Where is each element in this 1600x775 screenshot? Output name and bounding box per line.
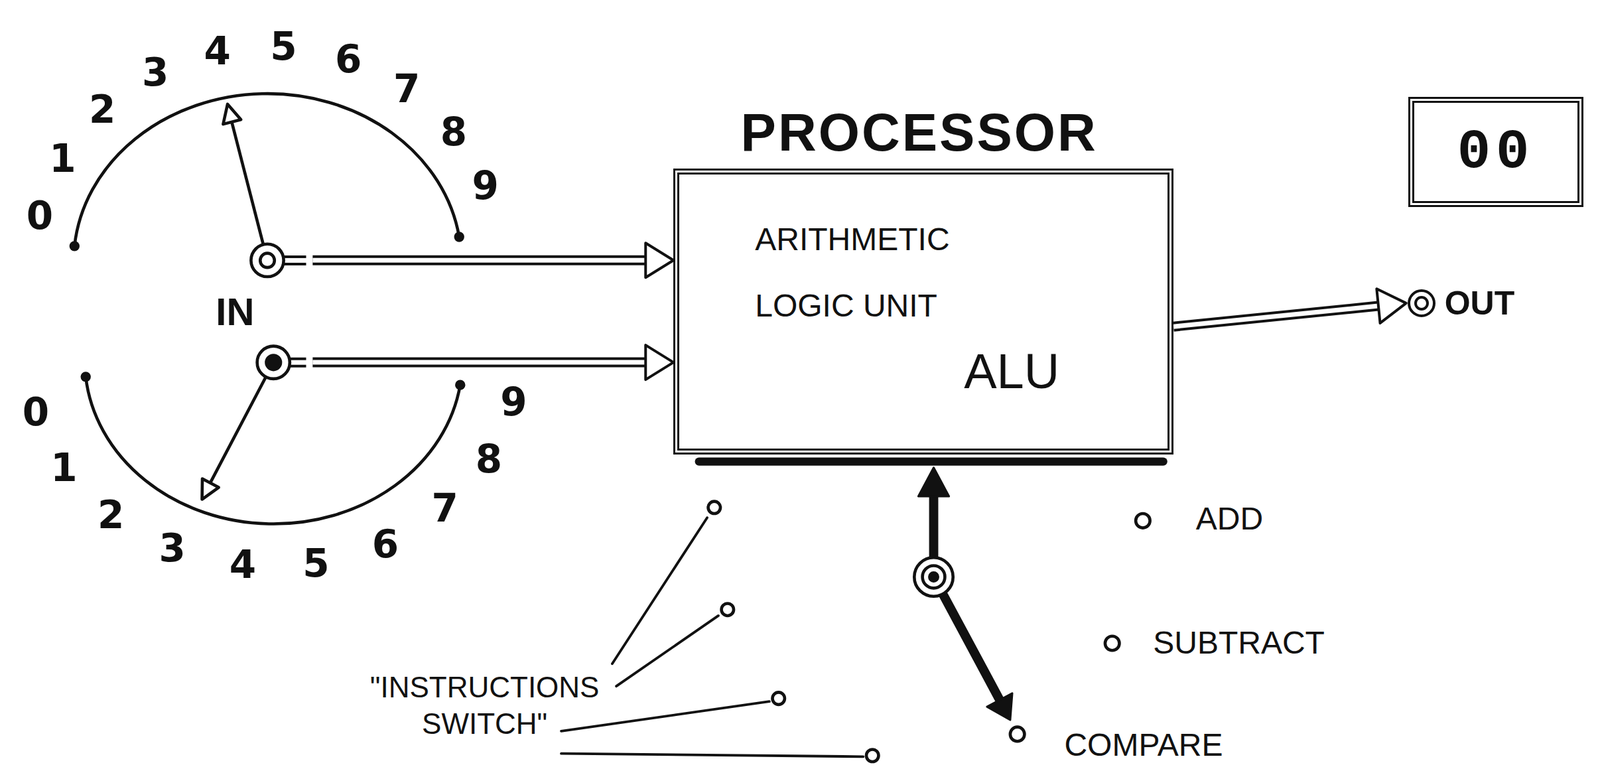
dial-number: 8 bbox=[475, 439, 503, 479]
output-display: 00 bbox=[1408, 96, 1585, 207]
switch-contact bbox=[772, 691, 785, 704]
switch-position: SUBTRACT bbox=[1152, 624, 1325, 661]
scale-end-dot bbox=[80, 371, 91, 382]
terminal-ring bbox=[1406, 287, 1437, 319]
switch-contact bbox=[1135, 513, 1151, 529]
dial-hub bbox=[257, 346, 290, 379]
data-arrow bbox=[312, 344, 674, 380]
output-terminal: OUT bbox=[1406, 281, 1516, 326]
dial-number: 5 bbox=[269, 27, 297, 66]
callout-label: "INSTRUCTIONS SWITCH" bbox=[341, 668, 628, 742]
dial-number: 7 bbox=[393, 69, 420, 109]
data-arrow bbox=[312, 242, 674, 278]
dial-number: 4 bbox=[229, 545, 257, 584]
dial-hub bbox=[260, 253, 275, 268]
lower-dial-scale bbox=[85, 376, 461, 525]
dial-number: 4 bbox=[204, 31, 231, 71]
display-digits: 00 bbox=[1457, 120, 1535, 184]
dial-number: 0 bbox=[26, 196, 54, 235]
arrow-shaft bbox=[312, 255, 646, 266]
arrow-shaft bbox=[1173, 305, 1379, 327]
arrow-shaft-inner bbox=[1173, 305, 1379, 327]
leader-line bbox=[561, 517, 864, 757]
processor-title: PROCESSOR bbox=[740, 102, 1098, 164]
processor-base-bar bbox=[699, 457, 1164, 466]
dial-hub bbox=[250, 244, 284, 277]
upper-dial-scale bbox=[74, 93, 460, 247]
dial-number: 2 bbox=[97, 495, 125, 534]
switch-contact bbox=[721, 602, 734, 615]
dial-number: 0 bbox=[22, 392, 50, 432]
dial-number: 6 bbox=[372, 524, 399, 564]
dial-number: 9 bbox=[472, 166, 499, 205]
dial-number: 1 bbox=[49, 139, 76, 178]
switch-position: COMPARE bbox=[1064, 726, 1223, 763]
data-arrow bbox=[1173, 288, 1407, 327]
arrow-head bbox=[1376, 288, 1406, 324]
dial-number: 6 bbox=[334, 39, 362, 79]
out-label: OUT bbox=[1444, 283, 1516, 323]
switch-contact bbox=[866, 749, 879, 762]
dial-number: 7 bbox=[431, 488, 458, 528]
switch-contact bbox=[1105, 636, 1120, 651]
switch-contact bbox=[1010, 727, 1025, 742]
scale-end-dot bbox=[455, 379, 466, 390]
dial-pointer bbox=[202, 362, 274, 499]
scale-end-dot bbox=[69, 240, 80, 251]
dial-number: 3 bbox=[141, 53, 169, 92]
dial-number: 1 bbox=[50, 448, 77, 487]
arrow-head bbox=[645, 344, 674, 380]
arrow-head bbox=[645, 242, 674, 278]
dial-number: 2 bbox=[88, 90, 116, 129]
dial-number: 5 bbox=[302, 543, 330, 583]
dial-number: 9 bbox=[500, 382, 527, 422]
switch-knob bbox=[914, 557, 953, 596]
arrow-shaft-inner bbox=[312, 258, 646, 263]
dial-pointer bbox=[222, 104, 268, 261]
dial-number: 3 bbox=[159, 528, 186, 568]
processor-box: PROCESSORARITHMETIC LOGIC UNITALU bbox=[673, 168, 1174, 455]
alu-full-name: ARITHMETIC LOGIC UNIT bbox=[754, 206, 950, 339]
scale-end-dot bbox=[454, 231, 465, 242]
alu-abbreviation: ALU bbox=[963, 342, 1060, 402]
arrow-shaft-inner bbox=[312, 360, 646, 365]
dial-number: 8 bbox=[440, 112, 467, 152]
dial-hub bbox=[266, 355, 281, 371]
input-hub: IN bbox=[208, 232, 313, 391]
arrow-shaft bbox=[312, 357, 646, 368]
switch-contact bbox=[708, 501, 721, 514]
switch-position: ADD bbox=[1196, 500, 1264, 537]
input-label: IN bbox=[215, 289, 255, 334]
